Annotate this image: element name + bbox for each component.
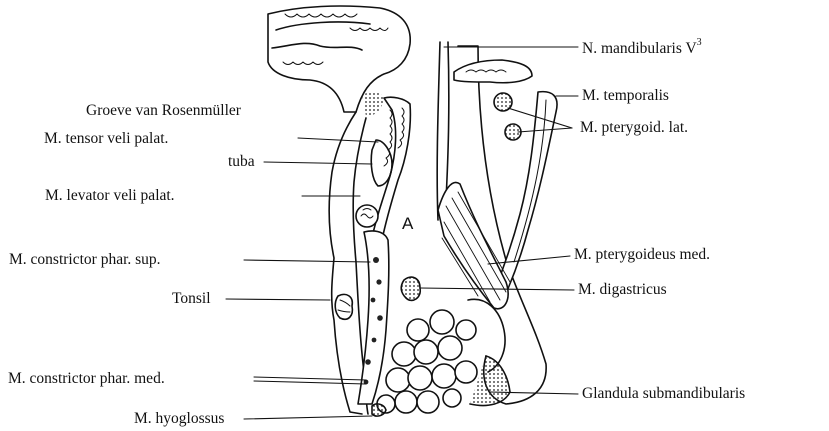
- leader-constrictor-med-2: [254, 381, 366, 384]
- gland-lobule: [430, 310, 454, 334]
- temporalis-muscle: [494, 92, 557, 298]
- gland-lobule: [432, 364, 456, 388]
- label-tensor-veli-palat: M. tensor veli palat.: [44, 131, 168, 147]
- label-pterygoid-lat: M. pterygoid. lat.: [580, 120, 688, 136]
- label-groeve-van-rosenmuller: Groeve van Rosenmüller: [86, 103, 241, 119]
- label-temporalis: M. temporalis: [582, 88, 669, 104]
- parapharyngeal-line: [437, 42, 440, 220]
- label-digastricus: M. digastricus: [578, 282, 667, 298]
- gland-lobule: [455, 361, 477, 383]
- gland-lobule: [408, 366, 432, 390]
- rosenmuller-recess: [362, 92, 384, 116]
- leader-pterygoideus-med: [488, 256, 570, 264]
- label-tuba: tuba: [228, 154, 255, 170]
- leader-hyoglossus: [244, 416, 372, 419]
- label-constrictor-phar-sup: M. constrictor phar. sup.: [9, 252, 161, 268]
- leader-constrictor-sup: [244, 260, 370, 262]
- gland-lobule: [407, 319, 429, 341]
- label-tonsil: Tonsil: [172, 291, 211, 307]
- gland-lobule: [414, 340, 438, 364]
- label-mandibularis-text: N. mandibularis V: [582, 40, 697, 57]
- gland-lobule: [438, 336, 462, 360]
- label-mandibularis-superscript: 3: [697, 37, 702, 48]
- region-a-label: A: [402, 214, 413, 234]
- pterygoideus-med-muscle: [438, 182, 508, 308]
- label-pterygoideus-med: M. pterygoideus med.: [574, 247, 710, 263]
- gland-lobule: [417, 391, 439, 413]
- label-constrictor-phar-med: M. constrictor phar. med.: [8, 371, 165, 387]
- label-glandula-submandibularis: Glandula submandibularis: [582, 386, 745, 402]
- hyoid-bone: [372, 404, 386, 416]
- gland-lobule: [395, 391, 417, 413]
- leader-tonsil: [226, 299, 330, 300]
- glandula-dotted: [470, 356, 510, 406]
- leader-constrictor-med-1: [254, 377, 366, 380]
- gland-lobule: [392, 342, 416, 366]
- gland-lobule: [386, 368, 410, 392]
- leader-tensor: [298, 138, 378, 142]
- digastricus-muscle: [401, 277, 420, 300]
- tuba-cartilage: [371, 140, 392, 186]
- label-hyoglossus: M. hyoglossus: [134, 411, 224, 427]
- constrictor-sup-strip: [358, 231, 389, 404]
- sphenoid-bone: [454, 60, 532, 83]
- label-mandibularis: N. mandibularis V3: [582, 40, 702, 57]
- tonsil-shape: [335, 294, 352, 319]
- label-levator-veli-palat: M. levator veli palat.: [45, 188, 175, 204]
- gland-lobule: [443, 389, 461, 407]
- gland-lobule: [456, 320, 476, 340]
